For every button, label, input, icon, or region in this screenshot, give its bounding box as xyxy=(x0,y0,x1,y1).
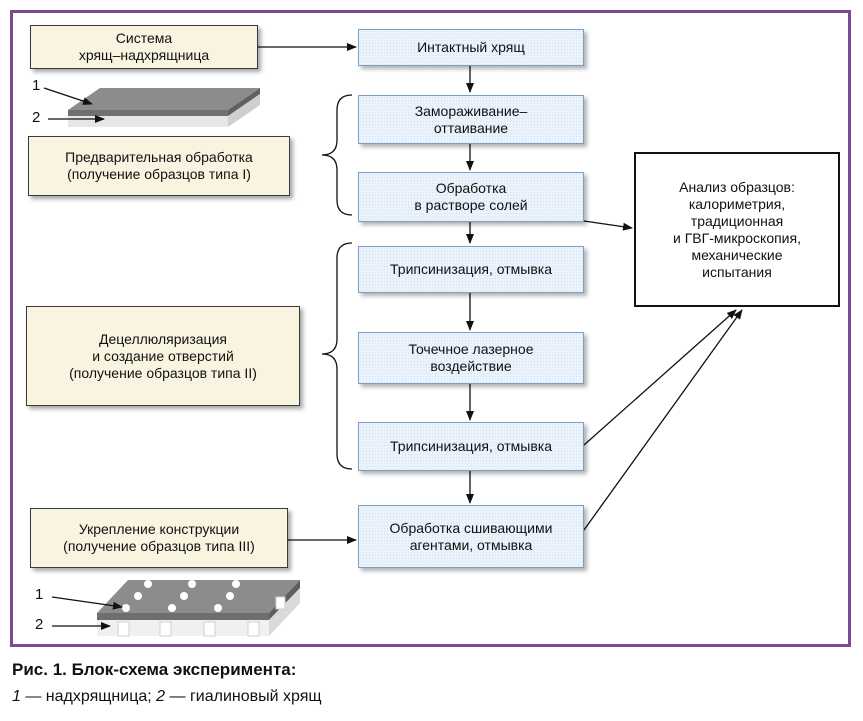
trypsinization-box-2: Трипсинизация, отмывка xyxy=(358,422,584,471)
figure-caption-title: Рис. 1. Блок-схема эксперимента: xyxy=(12,660,297,679)
reinforcement-box: Укрепление конструкции (получение образц… xyxy=(30,508,288,568)
intact-cartilage-box: Интактный хрящ xyxy=(358,29,584,66)
diagram-frame xyxy=(10,10,851,647)
sample-illustration-type1 xyxy=(68,88,260,127)
crosslinking-box: Обработка сшивающими агентами, отмывка xyxy=(358,505,584,568)
freeze-thaw-box: Замораживание– оттаивание xyxy=(358,95,584,144)
label-2-top: 2 xyxy=(32,109,41,126)
system-box: Система хрящ–надхрящница xyxy=(30,25,258,69)
label-1-bottom: 1 xyxy=(35,586,44,603)
pretreatment-box: Предварительная обработка (получение обр… xyxy=(28,136,290,196)
figure-caption-legend: 1 — надхрящница; 2 — гиалиновый хрящ xyxy=(12,688,322,705)
decellularization-box: Децеллюляризация и создание отверстий (п… xyxy=(26,306,300,406)
salt-treatment-box: Обработка в растворе солей xyxy=(358,172,584,222)
laser-box: Точечное лазерное воздействие xyxy=(358,332,584,384)
label-1-top: 1 xyxy=(32,77,41,94)
sample-illustration-type3 xyxy=(97,580,300,637)
label-2-bottom: 2 xyxy=(35,616,44,633)
trypsinization-box-1: Трипсинизация, отмывка xyxy=(358,246,584,293)
analysis-box: Анализ образцов: калориметрия, традицион… xyxy=(634,152,840,307)
